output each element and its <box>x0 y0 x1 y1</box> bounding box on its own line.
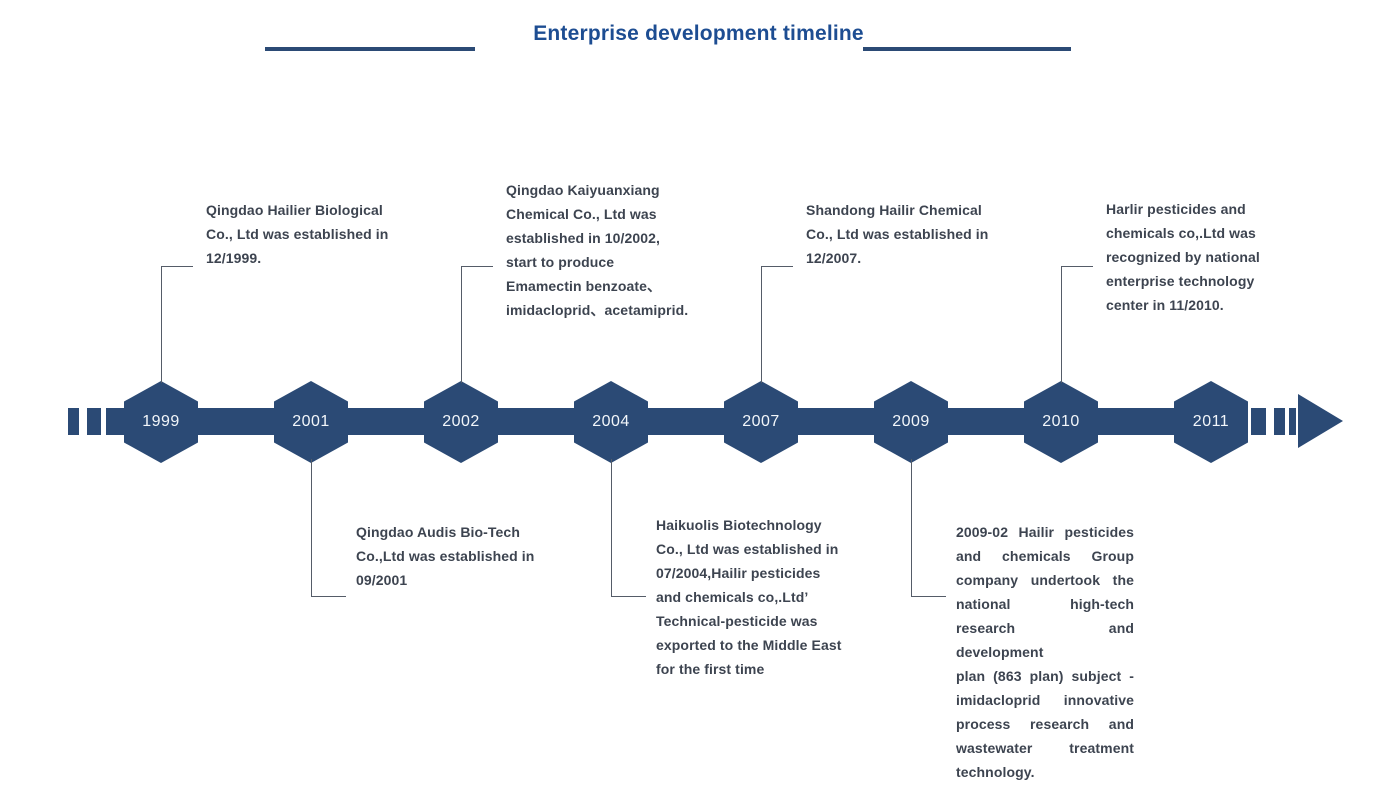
year-label: 1999 <box>142 413 180 430</box>
event-description-line: national high-tech <box>956 596 1134 612</box>
title-underline-right <box>863 47 1071 51</box>
timeline-dash <box>1274 408 1285 435</box>
connector-line-vertical <box>161 266 162 383</box>
timeline-dash <box>1289 408 1296 435</box>
event-description-line: 2009-02 Hailir pesticides <box>956 524 1134 540</box>
event-description-line: and chemicals co,.Ltd’ <box>656 589 809 605</box>
connector-line-horizontal <box>611 596 646 597</box>
event-description-line: process research and <box>956 716 1134 732</box>
connector-line-vertical <box>911 459 912 597</box>
year-hexagon: 2002 <box>424 381 498 463</box>
event-description-line: Co., Ltd was established in <box>656 541 839 557</box>
event-description-line: 09/2001 <box>356 572 408 588</box>
year-hexagon: 2007 <box>724 381 798 463</box>
event-description-line: Qingdao Kaiyuanxiang <box>506 182 660 198</box>
connector-line-horizontal <box>1061 266 1093 267</box>
connector-line-horizontal <box>461 266 493 267</box>
event-description-line: Harlir pesticides and <box>1106 201 1246 217</box>
year-hexagon: 2009 <box>874 381 948 463</box>
event-description-line: wastewater treatment <box>956 740 1134 756</box>
connector-line-vertical <box>761 266 762 383</box>
event-description-line: exported to the Middle East <box>656 637 842 653</box>
event-description-line: technology. <box>956 764 1035 780</box>
year-label: 2009 <box>892 413 930 430</box>
event-description-line: chemicals co,.Ltd was <box>1106 225 1256 241</box>
event-description-line: enterprise technology <box>1106 273 1255 289</box>
year-label: 2007 <box>742 413 780 430</box>
title-underline-left <box>265 47 475 51</box>
year-hexagon: 1999 <box>124 381 198 463</box>
event-description-line: for the first time <box>656 661 765 677</box>
connector-line-horizontal <box>311 596 346 597</box>
year-label: 2010 <box>1042 413 1080 430</box>
event-description-line: Technical-pesticide was <box>656 613 818 629</box>
year-hexagon: 2001 <box>274 381 348 463</box>
event-description-line: 12/2007. <box>806 250 862 266</box>
year-hexagon: 2010 <box>1024 381 1098 463</box>
event-description-line: imidacloprid、acetamiprid. <box>506 302 689 318</box>
timeline-dash <box>68 408 79 435</box>
connector-line-horizontal <box>161 266 193 267</box>
event-description-line: plan (863 plan) subject - <box>956 668 1134 684</box>
event-description-line: Qingdao Audis Bio-Tech <box>356 524 520 540</box>
event-description-line: 12/1999. <box>206 250 262 266</box>
event-description-line: and chemicals Group <box>956 548 1134 564</box>
event-description-line: company undertook the <box>956 572 1134 588</box>
connector-line-horizontal <box>761 266 793 267</box>
event-description-line: center in 11/2010. <box>1106 297 1224 313</box>
event-description-line: imidacloprid innovative <box>956 692 1134 708</box>
year-label: 2002 <box>442 413 480 430</box>
connector-line-vertical <box>311 459 312 597</box>
event-description-line: Emamectin benzoate、 <box>506 278 662 294</box>
year-hexagon: 2004 <box>574 381 648 463</box>
connector-line-horizontal <box>911 596 946 597</box>
event-description-line: Co., Ltd was established in <box>806 226 989 242</box>
event-description-line: established in 10/2002, <box>506 230 661 246</box>
connector-line-vertical <box>461 266 462 383</box>
event-description-line: Haikuolis Biotechnology <box>656 517 822 533</box>
event-description-line: research and development <box>956 620 1134 660</box>
year-label: 2011 <box>1192 413 1230 430</box>
event-description: 2009-02 Hailir pesticides and chemicals G… <box>956 520 1134 784</box>
year-label: 2004 <box>592 413 630 430</box>
event-description-line: Shandong Hailir Chemical <box>806 202 982 218</box>
timeline-dash <box>87 408 101 435</box>
event-description-line: recognized by national <box>1106 249 1260 265</box>
event-description-line: Co.,Ltd was established in <box>356 548 535 564</box>
year-label: 2001 <box>292 413 330 430</box>
timeline-arrow-icon <box>1298 394 1343 448</box>
timeline-dash <box>106 408 124 435</box>
event-description-line: Co., Ltd was established in <box>206 226 389 242</box>
event-description-line: Chemical Co., Ltd was <box>506 206 657 222</box>
page-title: Enterprise development timeline <box>533 22 864 45</box>
event-description: Harlir pesticides and chemicals co,.Ltd w… <box>1106 197 1260 317</box>
timeline-dash <box>1251 408 1266 435</box>
connector-line-vertical <box>1061 266 1062 383</box>
year-hexagon: 2011 <box>1174 381 1248 463</box>
event-description-line: 07/2004,Hailir pesticides <box>656 565 821 581</box>
event-description-line: Qingdao Hailier Biological <box>206 202 383 218</box>
event-description-line: start to produce <box>506 254 615 270</box>
connector-line-vertical <box>611 459 612 597</box>
